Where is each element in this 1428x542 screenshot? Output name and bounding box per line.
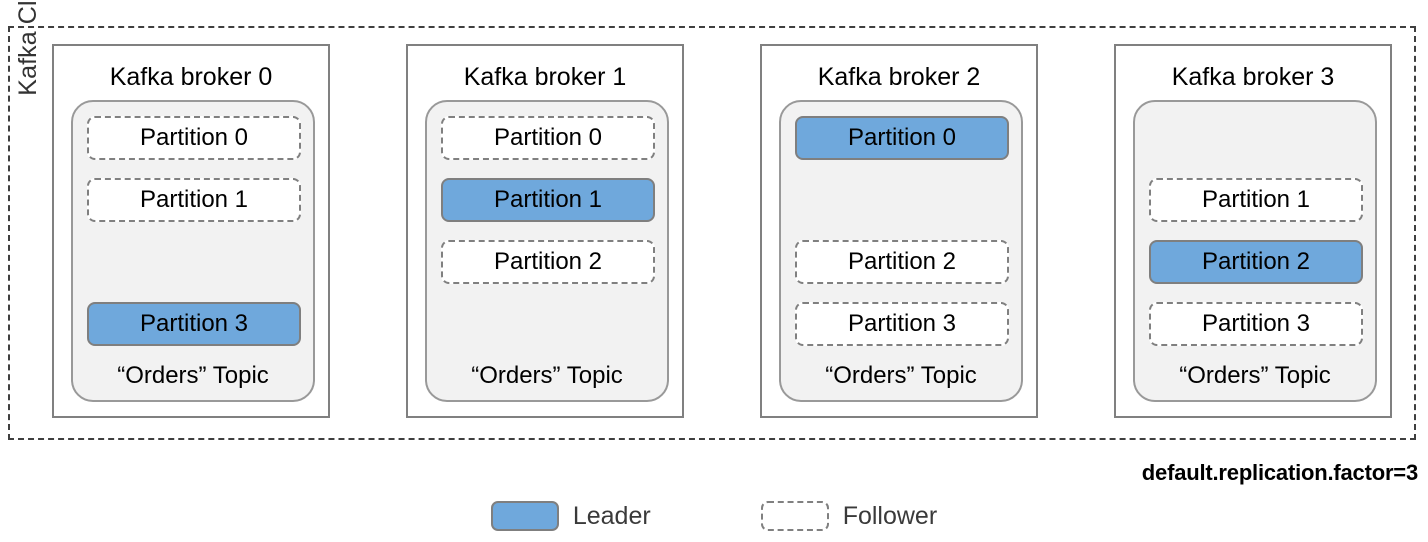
orders-topic-container: Partition 1 Partition 2 Partition 3 “Orders… <box>1133 100 1377 402</box>
partition-slot-4: Partition 3 <box>1149 302 1363 346</box>
partition-leader[interactable]: Partition 0 <box>795 116 1009 160</box>
partition-slot-3: Partition 2 <box>795 240 1009 284</box>
partition-leader[interactable]: Partition 2 <box>1149 240 1363 284</box>
orders-topic-container: Partition 0 Partition 1 Partition 3 “Orders… <box>71 100 315 402</box>
legend-label-leader: Leader <box>572 501 651 530</box>
partition-follower[interactable]: Partition 1 <box>87 178 301 222</box>
kafka-cluster-label: Kafka Cluster <box>14 0 42 96</box>
topic-label: “Orders” Topic <box>1179 362 1331 389</box>
partition-follower[interactable]: Partition 1 <box>1149 178 1363 222</box>
leader-swatch-icon <box>490 501 559 531</box>
topic-label: “Orders” Topic <box>471 362 623 389</box>
replication-factor-note: default.replication.factor=3 <box>1141 460 1418 485</box>
broker-title: Kafka broker 0 <box>109 63 273 91</box>
kafka-cluster-boundary <box>8 26 1416 440</box>
broker-title: Kafka broker 3 <box>1171 63 1335 91</box>
partition-leader[interactable]: Partition 1 <box>441 178 655 222</box>
partition-slot-2: Partition 1 <box>87 178 301 222</box>
broker-title: Kafka broker 2 <box>817 63 981 91</box>
partition-slot-3: Partition 2 <box>441 240 655 284</box>
partition-slot-4 <box>441 302 655 346</box>
partition-follower[interactable]: Partition 2 <box>441 240 655 284</box>
partition-slot-4: Partition 3 <box>795 302 1009 346</box>
partition-slot-3 <box>87 240 301 284</box>
partition-slot-3: Partition 2 <box>1149 240 1363 284</box>
partition-follower[interactable]: Partition 2 <box>795 240 1009 284</box>
partition-slot-4: Partition 3 <box>87 302 301 346</box>
partition-slot-1: Partition 0 <box>87 116 301 160</box>
topic-label: “Orders” Topic <box>825 362 977 389</box>
partition-follower[interactable]: Partition 0 <box>441 116 655 160</box>
legend-item-follower: Follower <box>760 501 938 531</box>
orders-topic-container: Partition 0 Partition 2 Partition 3 “Orders… <box>779 100 1023 402</box>
legend-label-follower: Follower <box>842 501 938 530</box>
partition-slot-2: Partition 1 <box>441 178 655 222</box>
legend-item-leader: Leader <box>490 501 651 531</box>
partition-slot-2: Partition 1 <box>1149 178 1363 222</box>
partition-follower[interactable]: Partition 0 <box>87 116 301 160</box>
partition-leader[interactable]: Partition 3 <box>87 302 301 346</box>
legend-spacer <box>651 516 761 517</box>
partition-follower[interactable]: Partition 3 <box>795 302 1009 346</box>
partition-slot-1: Partition 0 <box>795 116 1009 160</box>
legend: Leader Follower <box>0 494 1428 538</box>
partition-slot-1 <box>1149 116 1363 160</box>
topic-label: “Orders” Topic <box>117 362 269 389</box>
partition-slot-2 <box>795 178 1009 222</box>
orders-topic-container: Partition 0 Partition 1 Partition 2 “Orders… <box>425 100 669 402</box>
partition-follower[interactable]: Partition 3 <box>1149 302 1363 346</box>
broker-title: Kafka broker 1 <box>463 63 627 91</box>
partition-slot-1: Partition 0 <box>441 116 655 160</box>
follower-swatch-icon <box>760 501 829 531</box>
